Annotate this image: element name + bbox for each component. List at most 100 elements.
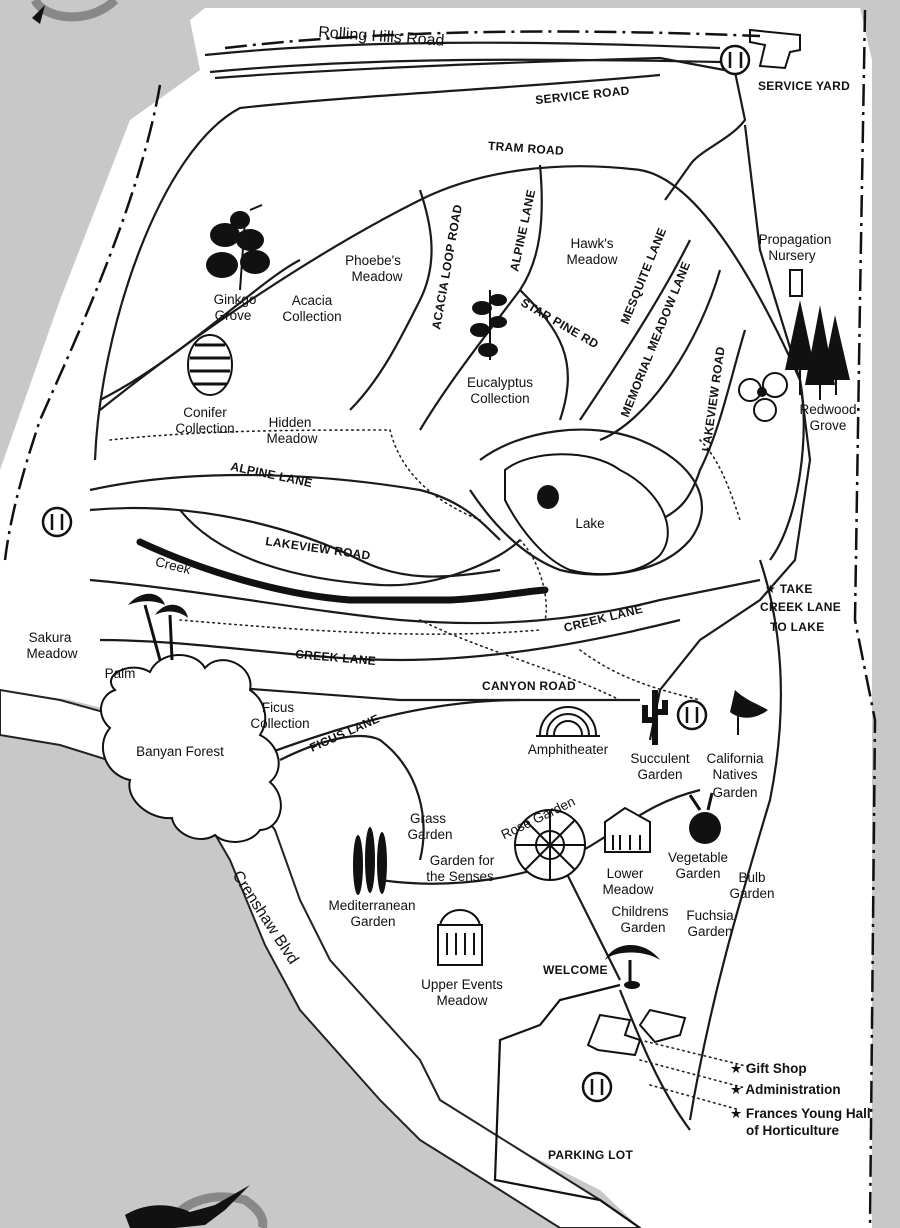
welcome-palm-icon xyxy=(605,945,660,989)
trail-8 xyxy=(639,1039,751,1068)
gazebo-icon xyxy=(437,909,483,966)
place-label-lower: Lower xyxy=(607,866,644,881)
canyon-road-2 xyxy=(249,698,521,762)
place-label-upper-events: Upper Events xyxy=(421,977,503,992)
eucalyptus-icon xyxy=(470,290,507,360)
place-label-lake: Lake xyxy=(575,516,604,531)
banyan-forest-outline xyxy=(100,654,282,843)
trail-2 xyxy=(389,429,481,521)
pine-cone-icon xyxy=(187,334,233,396)
lakeview-road-upper xyxy=(659,329,747,521)
place-label-redwood: Redwood xyxy=(799,402,856,417)
lakeview-road-lower xyxy=(179,509,521,587)
place-label-welcome: WELCOME xyxy=(543,963,608,977)
service-road xyxy=(214,56,747,201)
east-road-outer xyxy=(688,559,782,1121)
place-label-fuchsia-garden: Garden xyxy=(687,924,732,939)
place-label-california: California xyxy=(706,751,764,766)
note-take-creek-lane: ★ TAKE xyxy=(765,582,813,596)
place-label-eucalyptus: Eucalyptus xyxy=(467,375,533,390)
place-label-conifer-collection: Collection xyxy=(175,421,234,436)
place-label-grass: Grass xyxy=(410,811,446,826)
compass-icon-top-arrow xyxy=(32,5,45,24)
rolling-hills-road-band xyxy=(204,41,721,57)
place-label-hidden: Hidden xyxy=(269,415,312,430)
cypress-trees-icon xyxy=(353,827,387,895)
place-label-propagation: Propagation xyxy=(759,232,832,247)
lake-island xyxy=(537,485,559,509)
place-label-succulent: Succulent xyxy=(630,751,690,766)
place-label-parking-lot: PARKING LOT xyxy=(548,1148,633,1162)
trail-9 xyxy=(639,1059,746,1089)
place-label-natives: Natives xyxy=(712,767,757,782)
boundary-right xyxy=(853,9,877,1228)
place-label-banyan-forest: Banyan Forest xyxy=(136,744,224,759)
place-label-amphitheater: Amphitheater xyxy=(528,742,609,757)
magnolia-flower-icon xyxy=(738,372,788,422)
place-label-vegetable: Vegetable xyxy=(668,850,728,865)
redwood-trees-icon xyxy=(785,300,850,400)
restaurant-icon xyxy=(581,1071,613,1103)
place-label-acacia-collection: Collection xyxy=(282,309,341,324)
lake-road xyxy=(469,428,703,576)
service-yard-building xyxy=(749,28,801,70)
acacia-loop-road xyxy=(349,189,433,411)
place-label-upper-events-meadow: Meadow xyxy=(436,993,487,1008)
palm-trees-icon xyxy=(128,593,188,661)
pavilion-icon xyxy=(604,806,651,853)
poppy-flower-icon xyxy=(730,690,768,735)
note-creek-lane: CREEK LANE xyxy=(760,600,841,614)
place-label-california-garden: Garden xyxy=(712,785,757,800)
mesquite-lane xyxy=(579,239,691,421)
tram-road-inner xyxy=(99,259,301,401)
buildings-icon xyxy=(586,1008,687,1057)
trail-7 xyxy=(579,649,701,701)
rose-garden-wheel-icon xyxy=(514,809,586,881)
place-label-acacia: Acacia xyxy=(292,293,333,308)
restaurant-icon xyxy=(41,506,73,538)
creek-lane xyxy=(89,578,761,625)
parking-lot-area xyxy=(493,983,641,1228)
key-gift-shop: ★ Gift Shop xyxy=(730,1061,807,1076)
place-label-palm: Palm xyxy=(105,666,136,681)
key-frances-young-hall: ★ Frances Young Hall xyxy=(730,1106,871,1121)
boundary-top xyxy=(224,30,761,50)
ficus-lane xyxy=(279,734,425,861)
lake xyxy=(504,453,669,576)
compass-icon-top xyxy=(30,0,119,22)
place-label-ficus: Ficus xyxy=(262,700,295,715)
place-label-mediterranean-garden: Garden xyxy=(350,914,395,929)
place-label-ficus-collection: Collection xyxy=(250,716,309,731)
east-road xyxy=(648,124,812,741)
place-label-the-senses: the Senses xyxy=(426,869,494,884)
hummingbird-icon xyxy=(125,1185,250,1228)
place-label-ginkgo: Ginkgo xyxy=(214,292,257,307)
place-label-service-yard: SERVICE YARD xyxy=(758,79,850,93)
beet-icon xyxy=(688,792,721,844)
road-label-tram: TRAM ROAD xyxy=(488,139,565,158)
note-to-lake: TO LAKE xyxy=(770,620,825,634)
key-of-horticulture: of Horticulture xyxy=(746,1123,839,1138)
ginkgo-tree-icon xyxy=(206,204,270,291)
place-label-redwood-grove: Grove xyxy=(810,418,847,433)
trail-6 xyxy=(699,439,741,521)
place-label-sakura: Sakura xyxy=(29,630,72,645)
place-label-grass-garden: Garden xyxy=(407,827,452,842)
place-label-childrens: Childrens xyxy=(611,904,668,919)
place-label-fuchsia: Fuchsia xyxy=(686,908,734,923)
place-label-childrens-garden: Garden xyxy=(620,920,665,935)
trail-10 xyxy=(649,1084,741,1111)
place-label-phoebes: Phoebe's xyxy=(345,253,401,268)
star-pine-rd xyxy=(519,289,569,421)
place-label-succulent-garden: Garden xyxy=(637,767,682,782)
place-label-sakura-meadow: Meadow xyxy=(26,646,77,661)
restaurant-icon xyxy=(676,699,708,731)
place-label-vegetable-garden: Garden xyxy=(675,866,720,881)
alpine-lane-lower-2 xyxy=(89,506,501,578)
rolling-hills-road-edge xyxy=(209,58,721,74)
amphitheater-icon xyxy=(536,706,600,737)
place-label-hidden-meadow: Meadow xyxy=(266,431,317,446)
service-road-inner xyxy=(93,73,661,461)
garden-grounds xyxy=(0,8,872,1228)
